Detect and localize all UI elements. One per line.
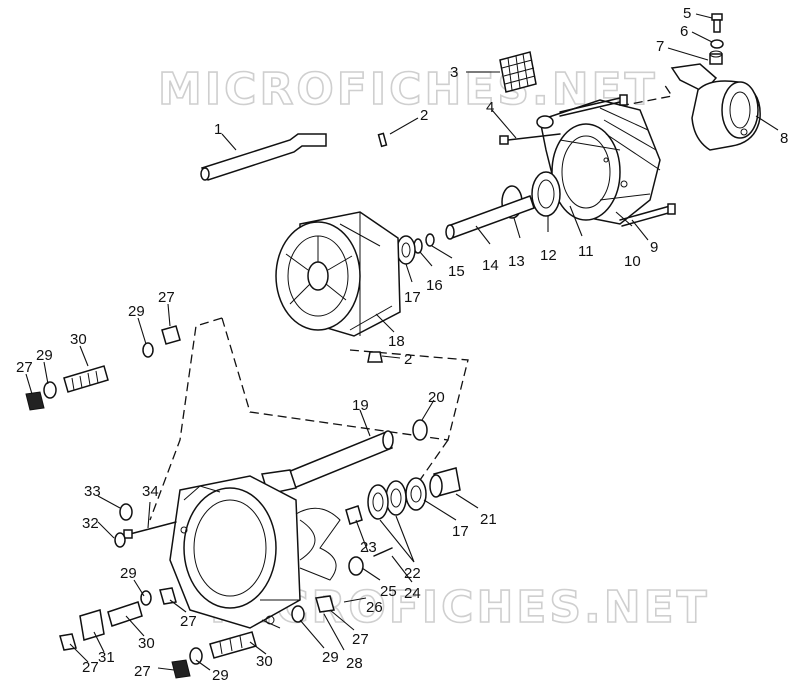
part-18-wear-ring-housing <box>275 211 401 337</box>
label-29c: 29 <box>120 565 137 582</box>
part-20-oring <box>412 419 428 441</box>
label-17b: 17 <box>452 523 469 540</box>
label-5: 5 <box>683 5 691 22</box>
part-2-pin <box>377 132 388 148</box>
label-34: 34 <box>142 483 159 500</box>
label-28: 28 <box>346 655 363 672</box>
label-29b: 29 <box>36 347 53 364</box>
part-14-shaft <box>445 195 535 240</box>
label-31: 31 <box>98 649 115 666</box>
part-5-bolt <box>711 13 723 33</box>
part-19-drive-shaft <box>261 430 394 495</box>
part-7-nut <box>709 50 723 65</box>
label-17a: 17 <box>404 289 421 306</box>
label-29e: 29 <box>322 649 339 666</box>
label-32: 32 <box>82 515 99 532</box>
label-10: 10 <box>624 253 641 270</box>
part-22-bearings <box>367 480 407 520</box>
part-27-nut-lower <box>315 595 335 613</box>
label-9: 9 <box>650 239 658 256</box>
label-23: 23 <box>360 539 377 556</box>
leader-lines <box>25 13 779 671</box>
part-33-oring <box>119 503 133 521</box>
assembly-dash-lines <box>149 83 674 521</box>
label-30b: 30 <box>138 635 155 652</box>
part-21-spacer <box>429 467 461 498</box>
label-21: 21 <box>480 511 497 528</box>
label-18: 18 <box>388 333 405 350</box>
part-8-nozzle <box>670 63 761 151</box>
part-32-washer <box>114 532 126 548</box>
label-13: 13 <box>508 253 525 270</box>
label-22: 22 <box>404 565 421 582</box>
label-16: 16 <box>426 277 443 294</box>
label-12: 12 <box>540 247 557 264</box>
fitting-bottom <box>171 631 257 679</box>
part-3-grille <box>499 51 537 93</box>
part-17-bearing-lower <box>405 477 427 511</box>
fitting-upper-mid <box>142 325 181 358</box>
label-25: 25 <box>380 583 397 600</box>
part-24-screw <box>373 547 393 557</box>
label-2b: 2 <box>404 351 412 368</box>
label-6: 6 <box>680 23 688 40</box>
label-14: 14 <box>482 257 499 274</box>
label-11: 11 <box>578 243 594 260</box>
label-3: 3 <box>450 64 458 81</box>
label-27c: 27 <box>180 613 197 630</box>
label-29a: 29 <box>128 303 145 320</box>
label-27a: 27 <box>158 289 175 306</box>
label-27b: 27 <box>16 359 33 376</box>
label-29d: 29 <box>212 667 229 684</box>
label-4: 4 <box>486 99 494 116</box>
part-23-seal <box>345 505 363 525</box>
label-27f: 27 <box>352 631 369 648</box>
label-30c: 30 <box>256 653 273 670</box>
label-1: 1 <box>214 121 222 138</box>
part-12-bearing <box>531 171 561 217</box>
part-17-bearing-upper <box>396 235 416 265</box>
label-26: 26 <box>366 599 383 616</box>
part-6-washer <box>710 39 724 49</box>
label-19: 19 <box>352 397 369 414</box>
label-20: 20 <box>428 389 445 406</box>
watermark-top: MICROFICHES.NET <box>158 64 658 115</box>
part-29-washer-lower <box>291 605 305 623</box>
callout-labels: 1 2 3 4 5 6 7 8 9 10 11 12 13 14 15 16 1… <box>16 5 788 684</box>
label-30a: 30 <box>70 331 87 348</box>
label-2a: 2 <box>420 107 428 124</box>
label-27e: 27 <box>134 663 151 680</box>
label-8: 8 <box>780 130 788 147</box>
part-15-seal <box>425 233 435 247</box>
part-34-fitting <box>123 521 177 539</box>
part-25-washer <box>348 556 364 576</box>
part-10-stud-bolts <box>559 94 676 227</box>
label-7: 7 <box>656 38 664 55</box>
fitting-upper-left <box>25 365 109 411</box>
fitting-lower-left <box>59 587 177 651</box>
part-4-bolt <box>499 133 561 145</box>
label-15: 15 <box>448 263 465 280</box>
label-24: 24 <box>404 585 421 602</box>
label-27d: 27 <box>82 659 99 676</box>
label-33: 33 <box>84 483 101 500</box>
part-2-drain-plug <box>367 351 383 363</box>
part-1-hose <box>200 133 327 181</box>
lower-pump-housing <box>169 475 341 629</box>
